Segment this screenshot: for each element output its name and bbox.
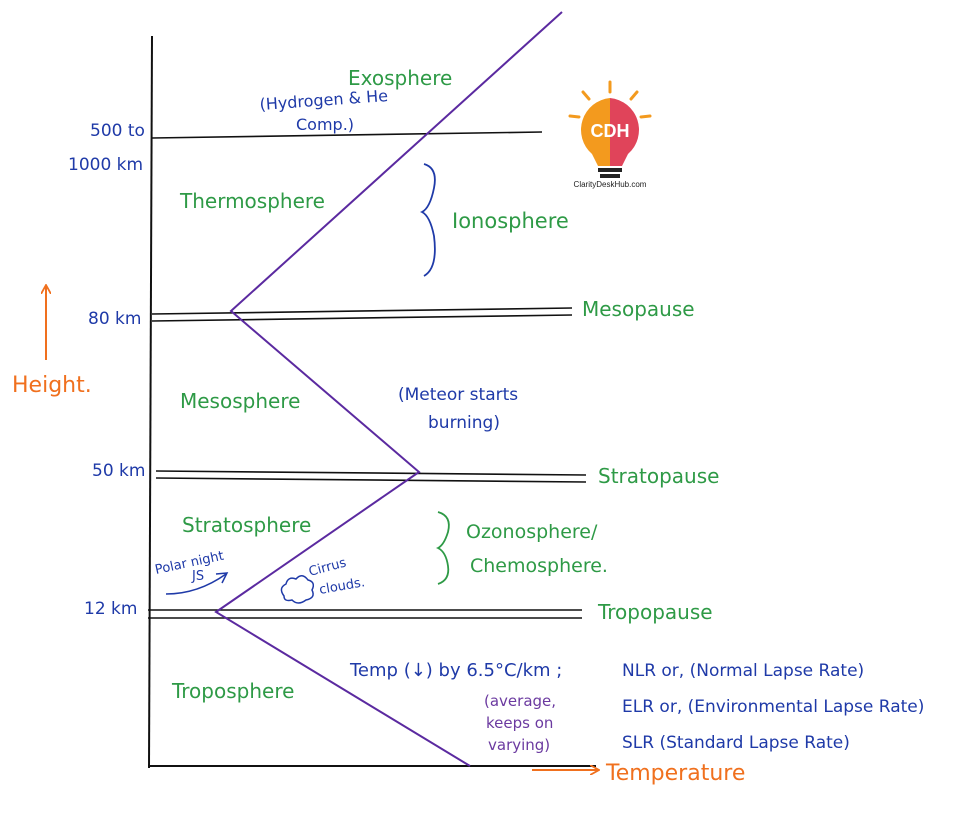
layer-troposphere: Troposphere: [171, 679, 294, 703]
logo-base-2: [600, 174, 620, 178]
altitude-label-12: 12 km: [84, 599, 137, 619]
stratopause-line-a: [155, 470, 587, 476]
ionosphere-label: Ionosphere: [452, 209, 569, 233]
layer-exosphere: Exosphere: [348, 66, 452, 90]
ozonosphere-label: Ozonosphere/: [466, 521, 598, 543]
polar-night-arrowhead: [215, 572, 229, 584]
logo-rays: [568, 80, 652, 119]
cirrus-note-line2: clouds.: [318, 575, 366, 598]
chemosphere-label: Chemosphere.: [470, 555, 608, 577]
stratopause-line-b: [155, 477, 587, 483]
layer-mesosphere: Mesosphere: [180, 389, 300, 413]
elr-note: ELR or, (Environmental Lapse Rate): [622, 697, 924, 717]
height-axis-label: Height.: [12, 373, 92, 398]
vertical-axis: [148, 35, 153, 769]
average-note-line3: varying): [488, 736, 550, 754]
mesopause-line-b: [151, 314, 573, 322]
boundary-tropopause: Tropopause: [597, 600, 713, 624]
polar-night-line1: Polar night: [154, 549, 225, 578]
layer-stratosphere: Stratosphere: [182, 513, 311, 537]
mesopause-line-a: [151, 307, 573, 315]
logo-site: ClarityDeskHub.com: [574, 180, 647, 189]
boundary-mesopause: Mesopause: [582, 297, 695, 321]
cirrus-note-line1: Cirrus: [307, 555, 348, 579]
polar-night-line2: JS: [191, 569, 204, 584]
layer-thermosphere: Thermosphere: [179, 189, 325, 213]
nlr-note: NLR or, (Normal Lapse Rate): [622, 661, 864, 681]
ionosphere-brace: [419, 163, 436, 277]
meteor-note-line1: (Meteor starts: [398, 385, 518, 405]
logo-base-1: [598, 168, 622, 172]
ozonosphere-brace: [435, 511, 450, 585]
logo-text: CDH: [591, 121, 630, 141]
exosphere-composition-line1: (Hydrogen & He: [259, 86, 389, 114]
claritydeskhub-logo: CDH ClarityDeskHub.com: [568, 80, 652, 189]
altitude-label-50: 50 km: [92, 461, 145, 481]
logo-bulb-left: [581, 98, 610, 166]
cloud-icon: [280, 575, 315, 604]
altitude-label-80: 80 km: [88, 309, 141, 329]
average-note-line1: (average,: [484, 692, 556, 710]
temperature-profile-line: [214, 11, 563, 767]
exosphere-composition-line2: Comp.): [296, 115, 354, 134]
slr-note: SLR (Standard Lapse Rate): [622, 733, 850, 753]
boundary-stratopause: Stratopause: [598, 464, 719, 488]
temperature-axis-label: Temperature: [605, 761, 745, 786]
meteor-note-line2: burning): [428, 413, 500, 433]
logo-bulb-right: [610, 98, 639, 166]
polar-night-arrow: [165, 573, 227, 595]
average-note-line2: keeps on: [486, 714, 553, 732]
exosphere-base-line: [151, 131, 543, 139]
altitude-label-1000: 1000 km: [68, 155, 143, 175]
lapse-rate-note: Temp (↓) by 6.5°C/km ;: [349, 660, 562, 681]
altitude-label-500: 500 to: [90, 121, 145, 141]
